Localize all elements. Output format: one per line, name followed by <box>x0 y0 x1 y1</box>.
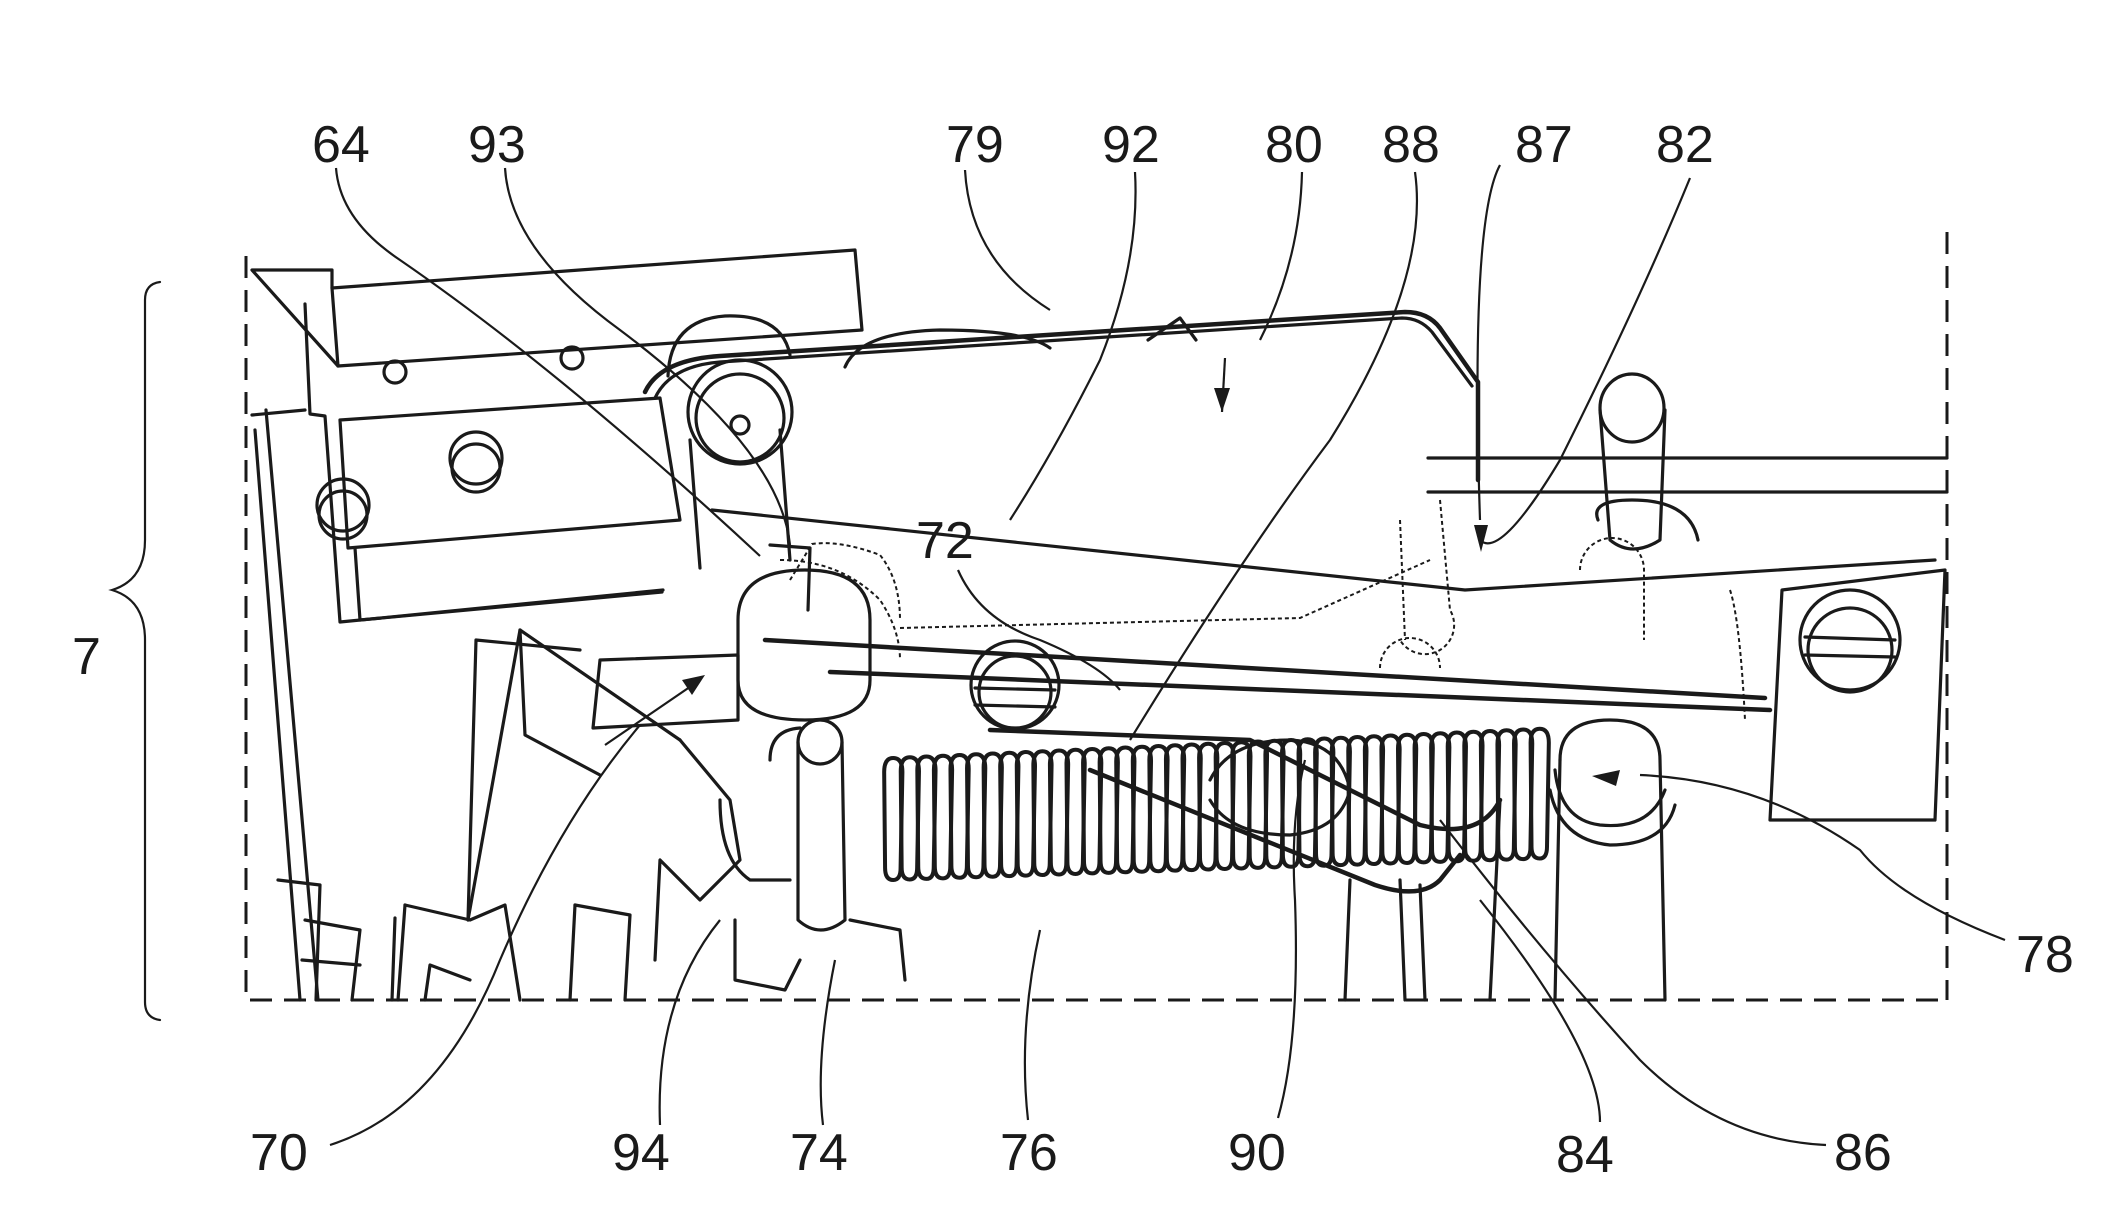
leader-92 <box>1009 171 1137 521</box>
leader-72 <box>956 569 1121 691</box>
coil-spring <box>882 726 1551 883</box>
leader-88 <box>1129 171 1419 741</box>
leader-lines <box>329 164 2006 1147</box>
pivot-boss <box>686 358 794 466</box>
label-93: 93 <box>468 116 526 174</box>
label-78: 78 <box>2016 926 2074 984</box>
pin-74-top <box>796 718 844 766</box>
cam-assembly <box>591 542 907 992</box>
upright-post <box>1379 372 1949 1002</box>
hole-large-1 <box>448 430 504 486</box>
label-84: 84 <box>1556 1126 1614 1184</box>
arrow-70-head <box>682 675 705 695</box>
arrow-80-head <box>1214 388 1230 412</box>
leader-87 <box>1476 164 1501 521</box>
leader-84 <box>1479 899 1602 1123</box>
label-92: 92 <box>1102 116 1160 174</box>
label-64: 64 <box>312 116 370 174</box>
screw-right <box>1768 568 1947 822</box>
assembly-bracket: 7 <box>72 280 162 1022</box>
leader-93 <box>503 167 792 546</box>
label-70: 70 <box>250 1124 308 1182</box>
mounting-block <box>250 248 864 1002</box>
hole-small-2 <box>559 345 585 371</box>
label-88: 88 <box>1382 116 1440 174</box>
label-74: 74 <box>790 1124 848 1182</box>
label-80: 80 <box>1265 116 1323 174</box>
leader-82 <box>1479 177 1692 545</box>
section-boundary <box>244 232 1949 1002</box>
spring-coil <box>1528 726 1551 861</box>
reference-numerals: 64 93 79 92 80 88 87 82 72 78 70 94 74 7… <box>250 116 2074 1184</box>
leader-78 <box>1639 773 2006 942</box>
pivot-pin <box>729 414 751 436</box>
leader-70 <box>329 724 641 1147</box>
leader-79 <box>963 169 1051 311</box>
leader-86 <box>1439 819 1827 1147</box>
label-72: 72 <box>916 512 974 570</box>
leader-76 <box>1023 929 1042 1121</box>
lower-frame <box>276 628 742 1002</box>
label-87: 87 <box>1515 116 1573 174</box>
arrow-82-head <box>1474 525 1488 552</box>
label-86: 86 <box>1834 1124 1892 1182</box>
leader-80 <box>1259 171 1304 341</box>
lever-body <box>642 309 1937 713</box>
label-7: 7 <box>72 628 101 686</box>
leader-90 <box>1276 759 1307 1119</box>
designation-arrows <box>604 357 1620 786</box>
label-82: 82 <box>1656 116 1714 174</box>
arrow-78-head <box>1592 770 1620 786</box>
arrow-70-shaft <box>604 679 701 746</box>
spring-hook <box>1548 768 1677 847</box>
label-94: 94 <box>612 1124 670 1182</box>
leader-94 <box>658 919 721 1126</box>
leader-64 <box>334 167 761 557</box>
label-79: 79 <box>946 116 1004 174</box>
hole-large-2 <box>315 477 371 533</box>
hole-small-1 <box>382 359 408 385</box>
hidden-lines <box>779 499 1746 721</box>
curly-brace <box>108 280 162 1022</box>
lower-bracket <box>987 727 1503 1002</box>
leader-74 <box>819 959 837 1126</box>
label-76: 76 <box>1000 1124 1058 1182</box>
label-90: 90 <box>1228 1124 1286 1182</box>
